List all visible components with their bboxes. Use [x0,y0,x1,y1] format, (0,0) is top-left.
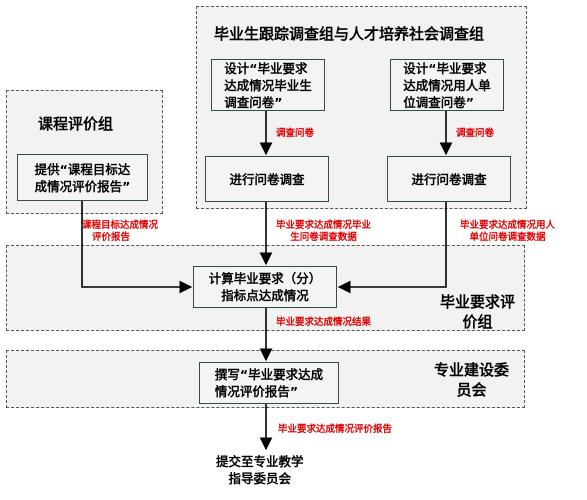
survey-right-label: 进行问卷调查 [411,171,487,187]
design-graduate-line2: 达成情况毕业生 [224,77,312,93]
survey-left-box: 进行问卷调查 [205,156,329,202]
course-data-line2: 评价报告 [92,232,131,243]
survey-right-box: 进行问卷调查 [387,156,511,202]
major-committee-title-line1: 专业建设委 [434,361,510,379]
graduate-data-line2: 生问卷调查数据 [290,232,357,243]
result-label: 毕业要求达成情况结果 [276,317,372,328]
questionnaire-label-left: 调查问卷 [276,128,315,139]
course-report-line1: 提供“课程目标达 [34,161,131,177]
design-graduate-questionnaire-box: 设计“毕业要求 达成情况毕业生 调查问卷” [211,59,325,111]
graduate-data-label: 毕业要求达成情况毕业 生问卷调查数据 [276,220,371,244]
course-data-label: 课程目标达成情况 评价报告 [82,220,158,244]
submit-line2: 指导委员会 [228,471,292,486]
design-employer-line3: 位调查问卷” [403,94,474,110]
requirement-group-title-line1: 毕业要求评 [440,293,516,311]
design-employer-line2: 达成情况用人单 [403,77,491,93]
calculate-line2: 指标点达成情况 [221,288,309,303]
employer-data-label: 毕业要求达成情况用人 单位问卷调查数据 [460,220,555,244]
arrow-survey-right-to-calc [337,202,447,294]
write-report-box: 撰写“毕业要求达成 情况评价报告” [199,362,339,404]
course-group-title: 课程评价组 [38,115,114,133]
requirement-group-title: 毕业要求评 价组 [440,292,515,332]
write-report-line2: 情况评价报告” [214,384,299,399]
calculate-box: 计算毕业要求（分） 指标点达成情况 [193,266,337,308]
design-employer-line1: 设计“毕业要求 [403,60,487,76]
survey-group-title: 毕业生跟踪调查组与人才培养社会调查组 [214,25,485,43]
arrow-course-to-calc [81,201,193,294]
calculate-line1: 计算毕业要求（分） [208,271,322,286]
questionnaire-label-right: 调查问卷 [456,128,495,139]
write-report-line1: 撰写“毕业要求达成 [214,367,324,382]
design-graduate-line1: 设计“毕业要求 [224,60,308,76]
design-employer-questionnaire-box: 设计“毕业要求 达成情况用人单 位调查问卷” [390,59,504,111]
course-report-box: 提供“课程目标达 成情况评价报告” [17,154,148,201]
graduate-data-line1: 毕业要求达成情况毕业 [276,220,372,231]
employer-data-line2: 单位问卷调查数据 [469,232,546,243]
design-graduate-line3: 调查问卷” [224,94,283,110]
report-label: 毕业要求达成情况评价报告 [278,424,393,435]
course-data-line1: 课程目标达成情况 [82,220,159,231]
survey-left-label: 进行问卷调查 [229,171,305,187]
submit-line1: 提交至专业教学 [216,454,304,469]
major-committee-title-line2: 员会 [456,381,487,399]
submit-to-committee-text: 提交至专业教学 指导委员会 [216,453,304,487]
course-report-line2: 成情况评价报告” [34,178,131,194]
major-committee-title: 专业建设委 员会 [434,360,509,400]
employer-data-line1: 毕业要求达成情况用人 [460,220,556,231]
requirement-group-title-line2: 价组 [462,313,493,331]
